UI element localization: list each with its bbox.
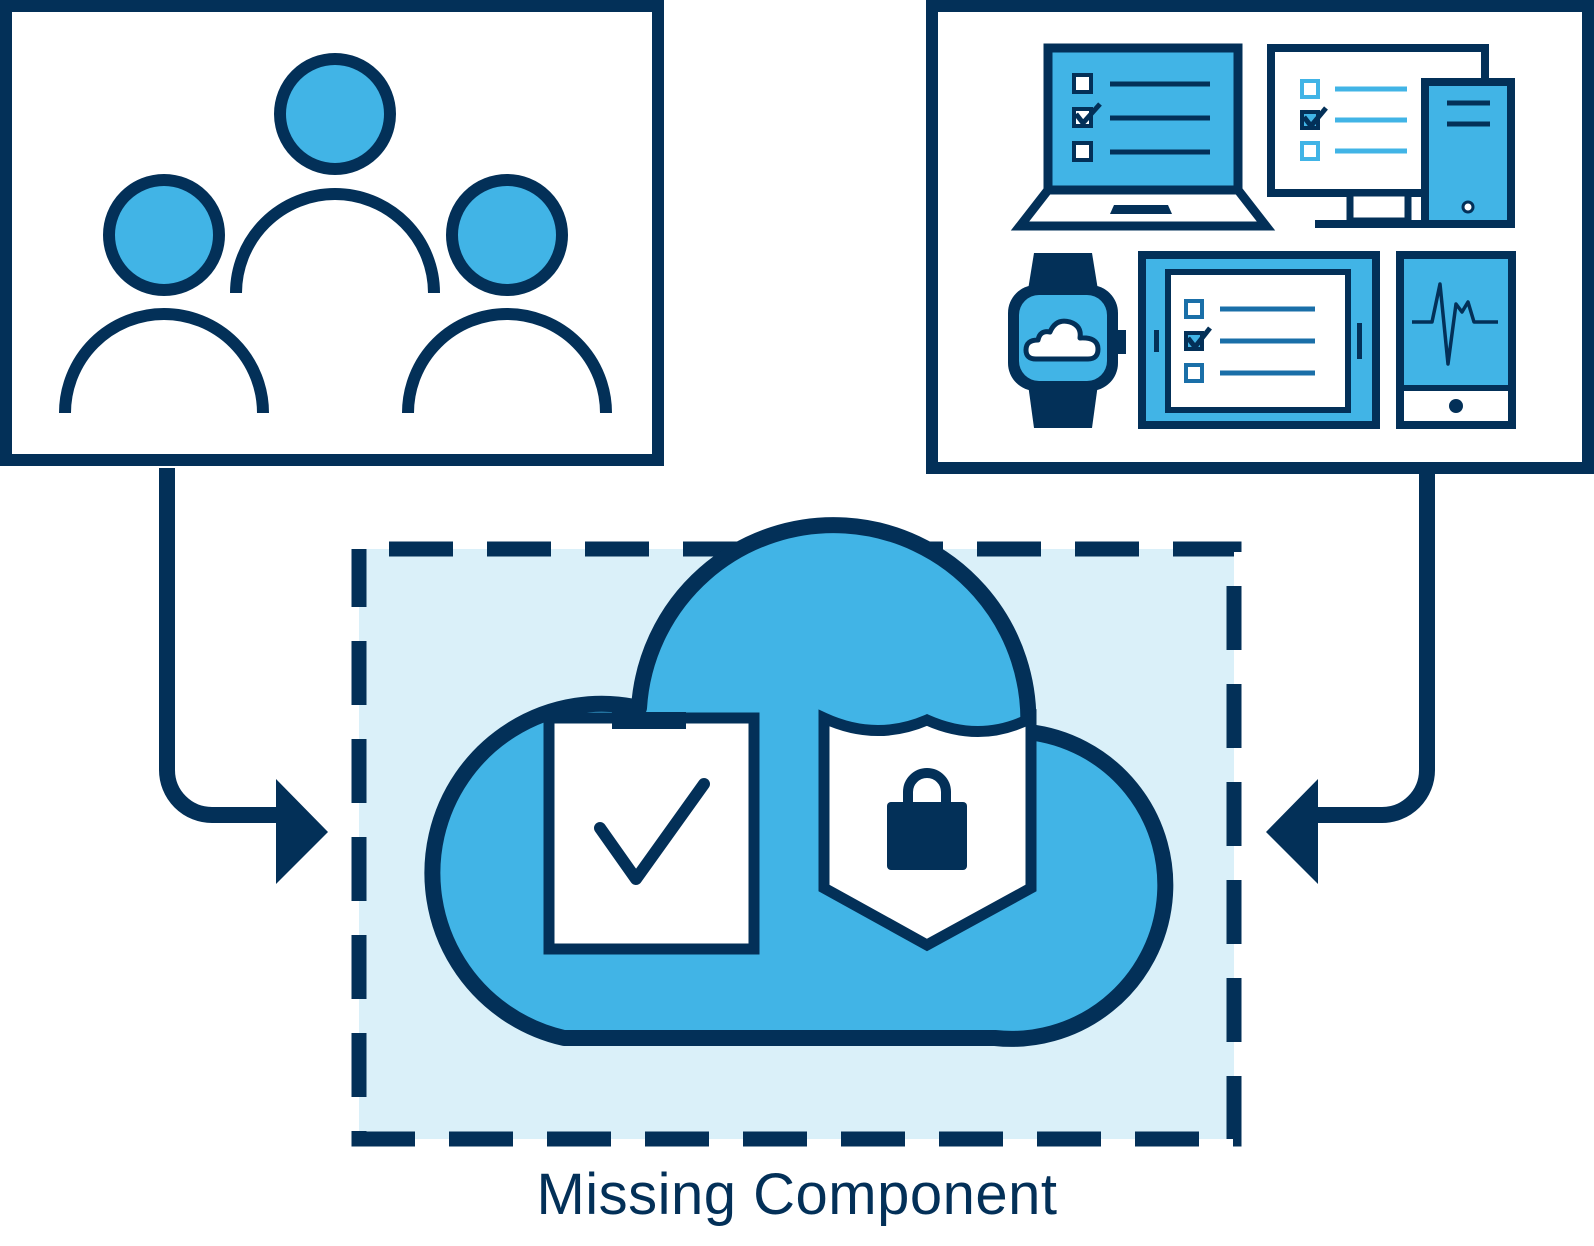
- diagram-caption: Missing Component: [536, 1162, 1058, 1227]
- person-icon: [59, 174, 269, 414]
- checklist-icon: [1072, 73, 1210, 162]
- devices-panel: [926, 0, 1594, 474]
- left-connector-arrow: [159, 468, 328, 884]
- person-icon: [402, 174, 612, 414]
- person-icon: [230, 53, 440, 294]
- cloud-icon: [1023, 318, 1101, 362]
- shield-lock-icon: [818, 708, 1037, 952]
- checklist-icon: [1184, 299, 1315, 383]
- laptop-icon: [1010, 43, 1276, 231]
- checklist-icon: [1300, 79, 1407, 161]
- smartwatch-icon: [1008, 253, 1126, 428]
- heartbeat-icon: [1412, 282, 1498, 366]
- tablet-icon: [1138, 251, 1380, 429]
- ecg-tablet-icon: [1396, 251, 1516, 429]
- phone-icon: [1421, 78, 1515, 228]
- missing-component-box: [351, 517, 1242, 1147]
- right-connector-arrow: [1266, 468, 1435, 884]
- clipboard-check-icon: [543, 712, 760, 955]
- people-panel: [0, 0, 664, 466]
- lock-icon: [887, 768, 967, 870]
